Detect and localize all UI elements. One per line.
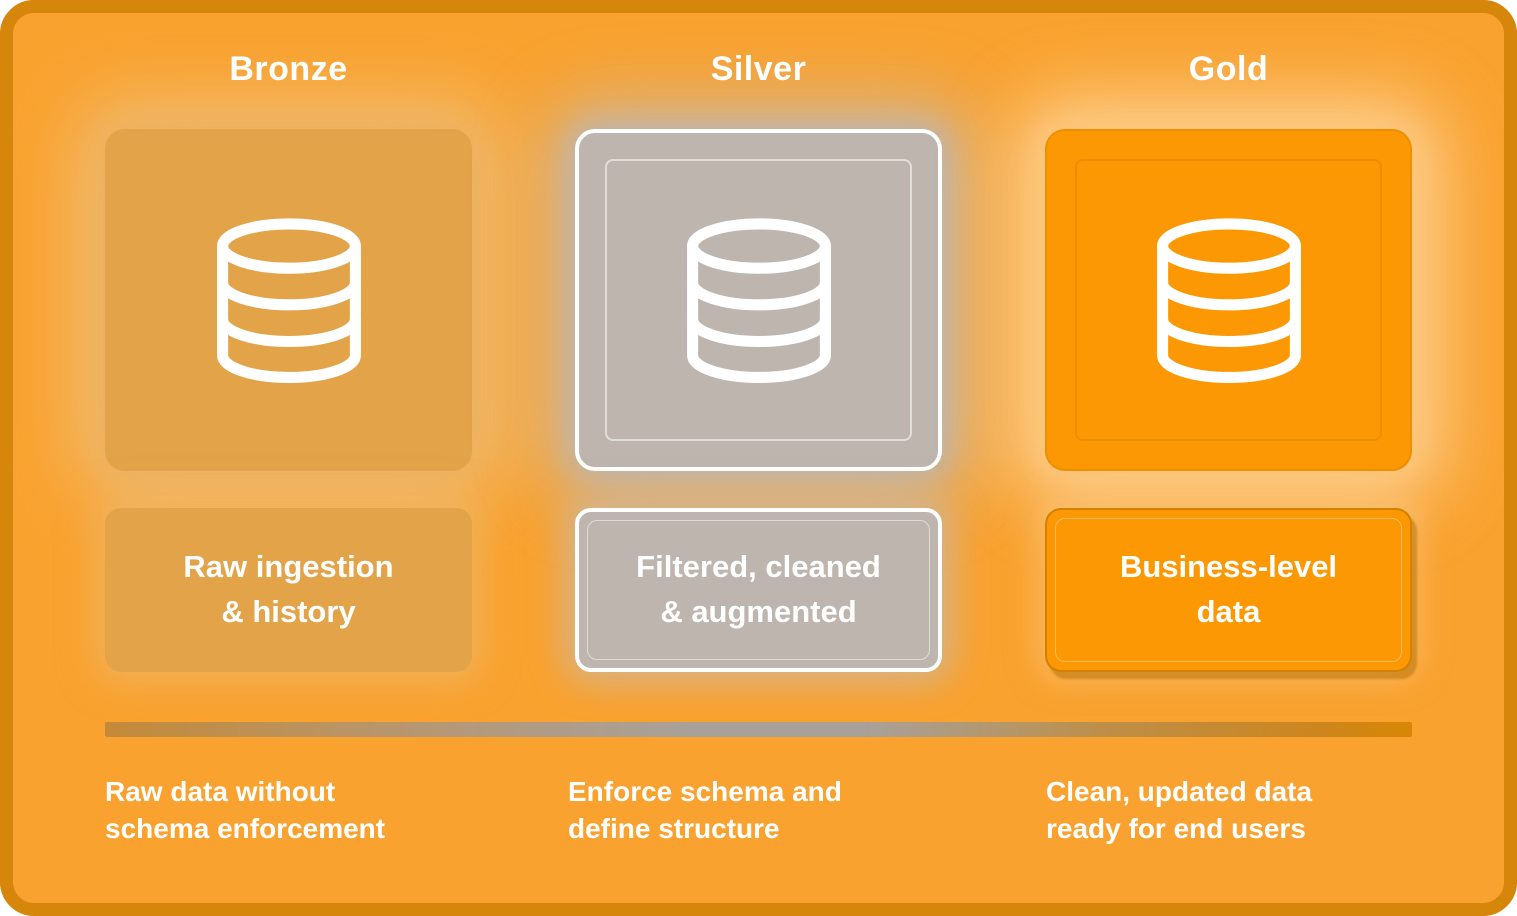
label-line: Raw ingestion	[183, 549, 394, 585]
silver-layer-card	[575, 129, 942, 471]
label-line: Business-level	[1119, 549, 1338, 585]
gold-caption: Clean, updated data ready for end users	[1046, 774, 1476, 848]
bronze-caption: Raw data without schema enforcement	[105, 774, 535, 848]
label-line: Filtered, cleaned	[636, 549, 881, 585]
caption-line: ready for end users	[1046, 812, 1306, 844]
gold-title: Gold	[1188, 50, 1269, 88]
label-line: & history	[221, 594, 356, 629]
caption-line: Enforce schema and	[568, 776, 842, 807]
silver-label-card: Filtered, cleaned & augmented	[575, 508, 942, 672]
database-icon	[216, 218, 361, 383]
caption-line: define structure	[568, 812, 780, 844]
label-line: & augmented	[660, 594, 857, 629]
label-line: data	[1196, 594, 1261, 629]
gold-label-card: Business-level data	[1045, 508, 1412, 672]
bronze-label-card: Raw ingestion & history	[105, 508, 472, 672]
bronze-title: Bronze	[229, 50, 348, 88]
caption-line: Clean, updated data	[1046, 776, 1313, 807]
bronze-layer-card	[105, 129, 472, 471]
database-icon	[686, 218, 831, 383]
caption-line: Raw data without	[105, 776, 336, 807]
caption-line: schema enforcement	[105, 812, 386, 844]
gold-layer-card	[1045, 129, 1412, 471]
silver-caption: Enforce schema and define structure	[568, 774, 998, 848]
flow-gradient-bar	[105, 722, 1412, 737]
silver-title: Silver	[710, 50, 807, 88]
database-icon	[1156, 218, 1301, 383]
